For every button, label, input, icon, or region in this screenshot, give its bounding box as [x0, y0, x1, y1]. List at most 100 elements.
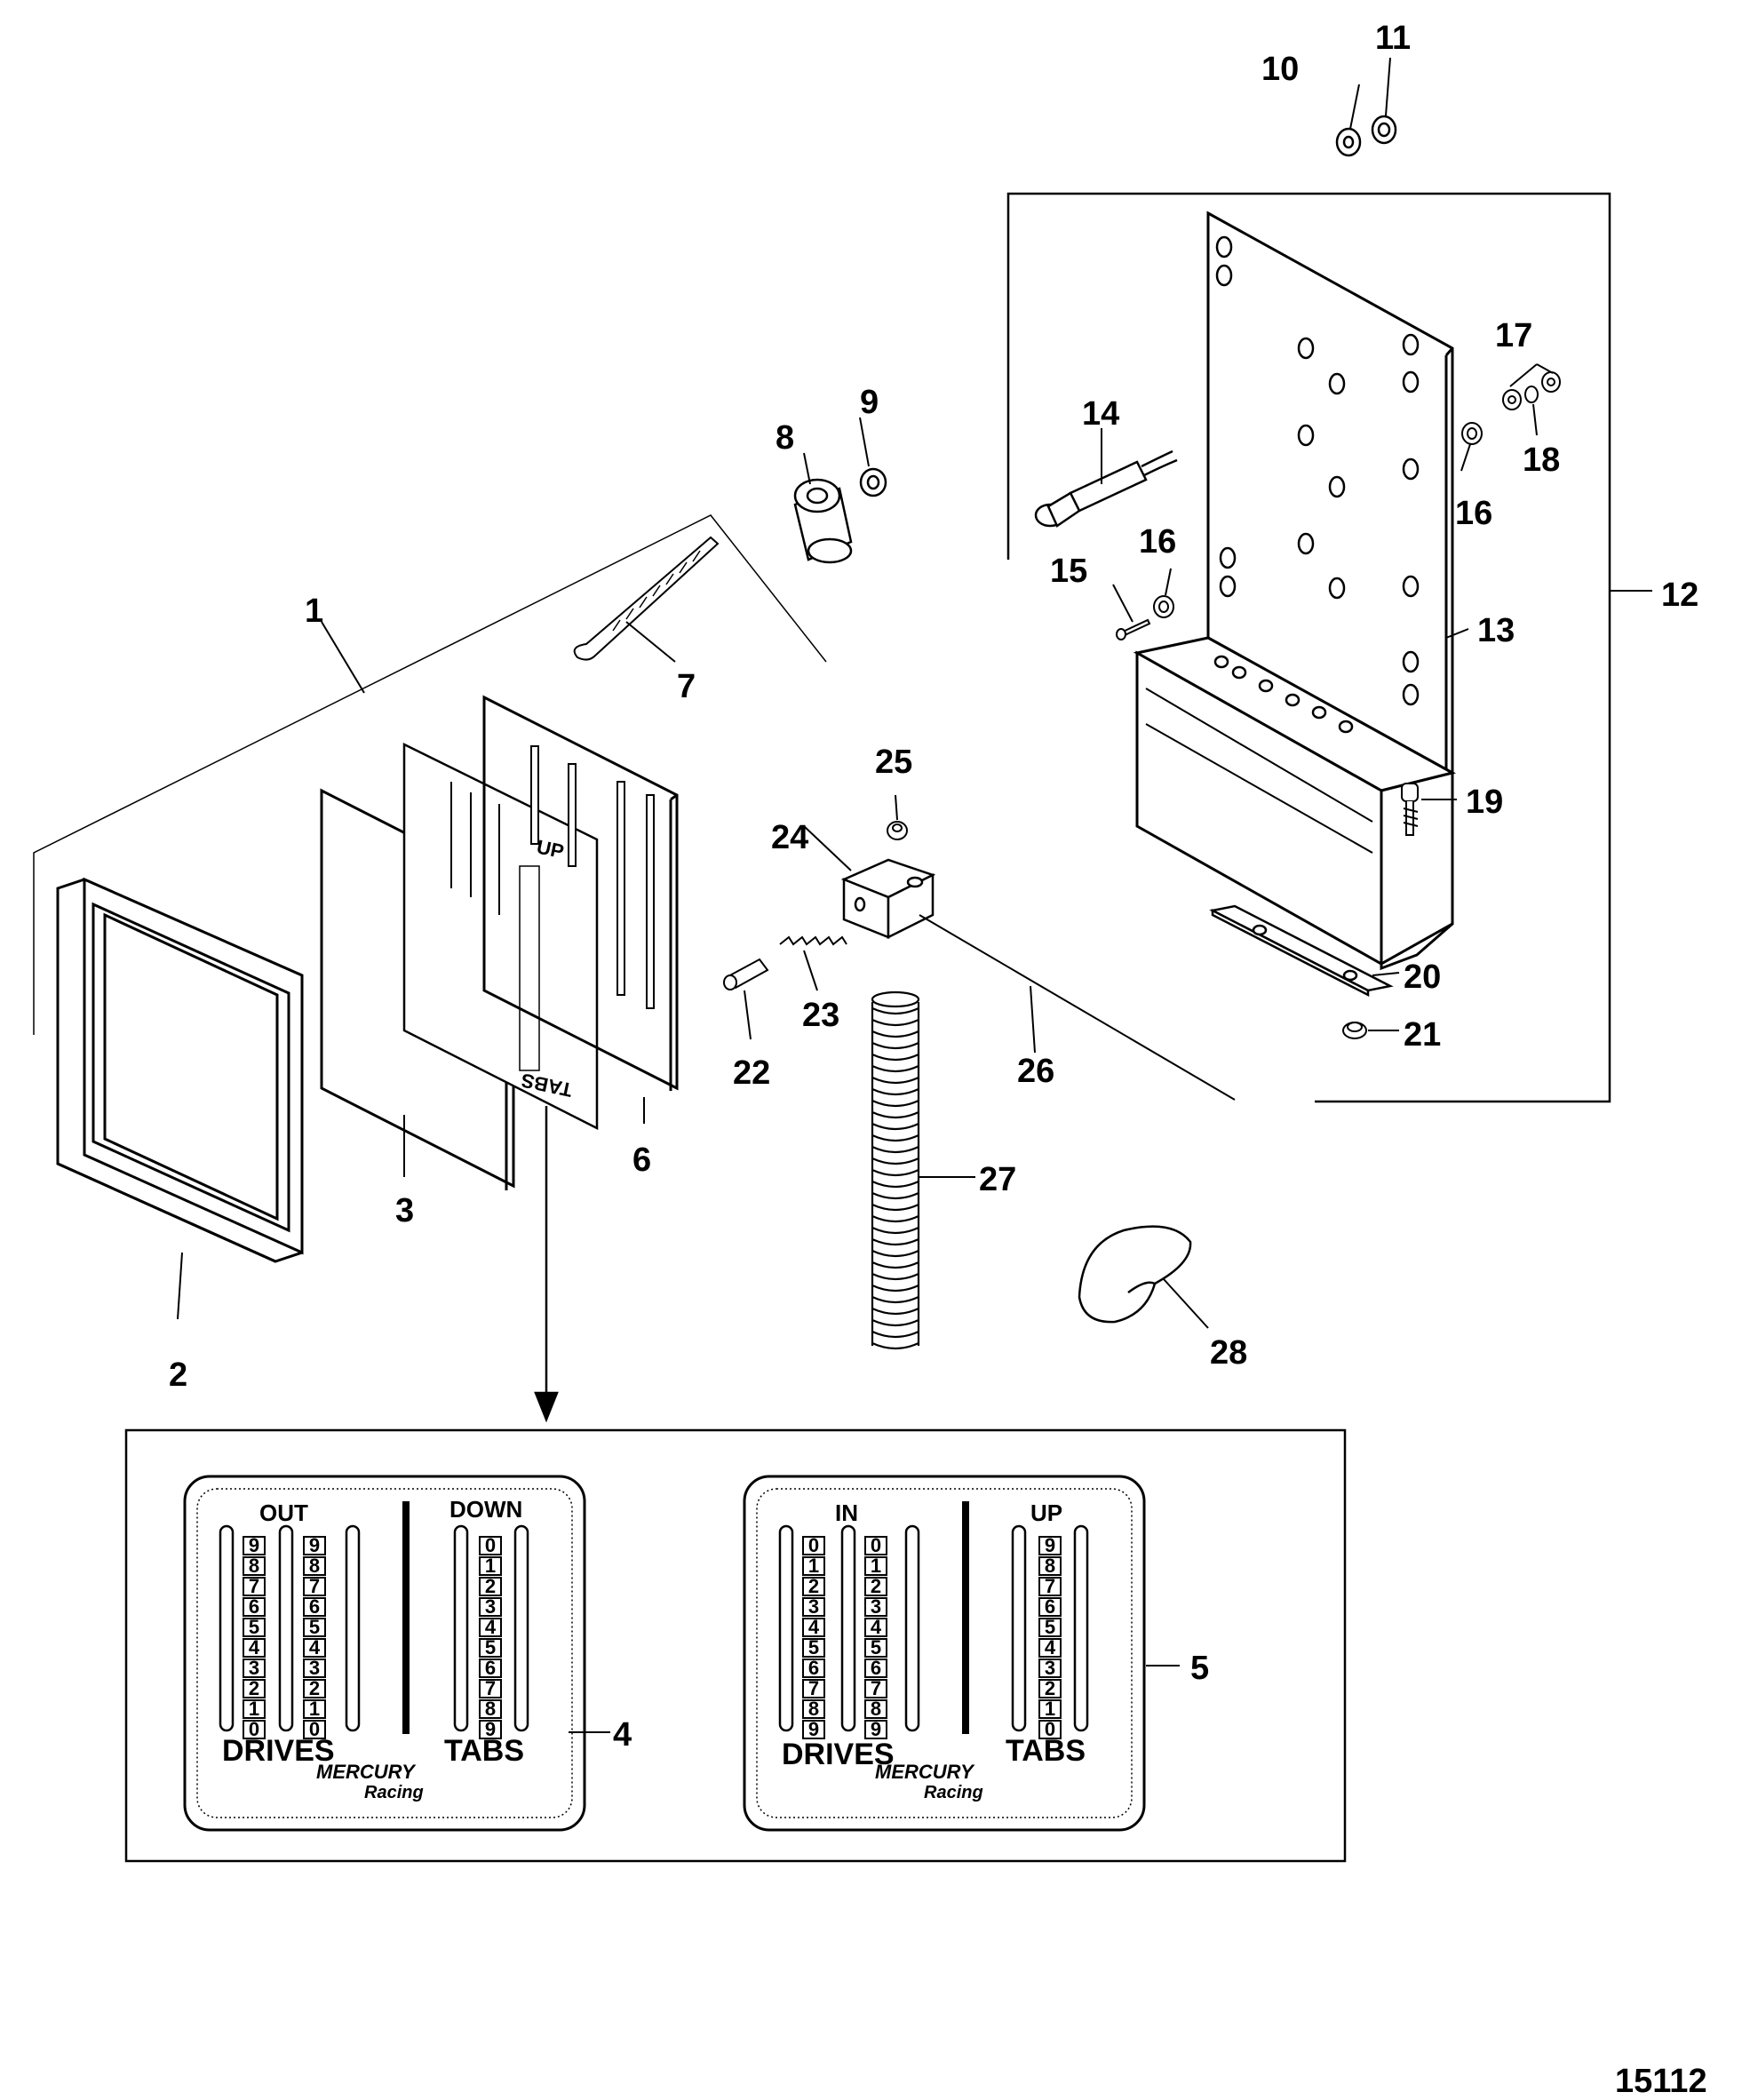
right-drives-2-digit: 1	[871, 1555, 881, 1577]
callout-16-upper: 16	[1455, 495, 1492, 532]
left-drives-1-cell	[243, 1577, 266, 1596]
left-drives-2-digit: 4	[309, 1636, 321, 1659]
right-drives-1-cell	[802, 1720, 825, 1739]
callout-5: 5	[1190, 1650, 1209, 1687]
left-tabs-header: DOWN	[449, 1496, 522, 1523]
left-tabs-digit: 3	[485, 1595, 496, 1618]
callout-21: 21	[1404, 1016, 1441, 1054]
right-tabs-digit: 2	[1045, 1677, 1055, 1699]
callout-19: 19	[1466, 784, 1503, 821]
left-drives-2-cell	[303, 1659, 326, 1678]
indicator-lamp	[1034, 449, 1178, 528]
right-drives-label: DRIVES	[782, 1738, 895, 1771]
right-tabs-header: UP	[1030, 1499, 1062, 1526]
right-drives-2-cell	[864, 1536, 887, 1555]
right-tabs-cell	[1038, 1679, 1062, 1698]
callout-8: 8	[776, 419, 794, 457]
callout-20: 20	[1404, 959, 1441, 996]
right-tabs-cell	[1038, 1720, 1062, 1739]
left-drives-2-cell	[303, 1720, 326, 1739]
right-tabs-digit: 8	[1045, 1555, 1055, 1577]
callout-11: 11	[1375, 20, 1411, 57]
callout-27: 27	[979, 1161, 1016, 1198]
right-drives-2-digit: 4	[871, 1616, 882, 1638]
right-drives-1-cell	[802, 1679, 825, 1698]
left-drives-1-cell	[243, 1699, 266, 1719]
right-drives-2-cell	[864, 1699, 887, 1719]
right-drives-1-cell	[802, 1577, 825, 1596]
left-drives-2-digit: 8	[309, 1555, 320, 1577]
right-drives-2-digit: 5	[871, 1636, 881, 1659]
right-drives-1-cell	[802, 1618, 825, 1637]
right-drives-1-digit: 0	[808, 1534, 819, 1556]
left-tabs-digit: 2	[485, 1575, 496, 1597]
left-drives-1-cell	[243, 1679, 266, 1698]
right-tabs-cell	[1038, 1618, 1062, 1637]
right-tabs-digit: 0	[1045, 1718, 1055, 1740]
right-tabs-digit: 3	[1045, 1657, 1055, 1679]
left-tabs-digit: 6	[485, 1657, 496, 1679]
right-tabs-digit: 9	[1045, 1534, 1055, 1556]
left-drives-1-digit: 3	[249, 1657, 259, 1679]
left-drives-1-digit: 0	[249, 1718, 259, 1740]
right-tabs-cell	[1038, 1556, 1062, 1576]
callout-14: 14	[1082, 395, 1119, 433]
bracket-holes	[1213, 235, 1420, 734]
right-logo-bottom: Racing	[924, 1783, 983, 1802]
right-tabs-digit: 4	[1045, 1636, 1056, 1659]
lockwasher-18	[1524, 386, 1539, 403]
spacer-8	[793, 478, 853, 564]
right-drives-2-digit: 2	[871, 1575, 881, 1597]
right-tabs-digit: 6	[1045, 1595, 1055, 1618]
right-drives-2-cell	[864, 1556, 887, 1576]
right-drives-2-cell	[864, 1618, 887, 1637]
left-drives-1-cell	[243, 1597, 266, 1617]
right-drives-1-digit: 9	[808, 1718, 819, 1740]
decal-detail-box	[124, 1428, 1347, 1863]
right-drives-2-cell	[864, 1720, 887, 1739]
callout-4: 4	[613, 1716, 632, 1754]
dial-face-card	[402, 742, 599, 1131]
left-drives-1-cell	[243, 1659, 266, 1678]
bushing-16-left	[1153, 595, 1174, 618]
left-drives-2-digit: 6	[309, 1595, 320, 1618]
left-tabs-cell	[479, 1638, 502, 1658]
left-drives-1-digit: 4	[249, 1636, 260, 1659]
left-drives-2-cell	[303, 1638, 326, 1658]
callout-18: 18	[1523, 441, 1560, 479]
left-drives-2-digit: 3	[309, 1657, 320, 1679]
right-drives-1-cell	[802, 1597, 825, 1617]
left-tabs-cell	[479, 1699, 502, 1719]
left-drives-1-digit: 9	[249, 1534, 259, 1556]
right-drives-1-digit: 3	[808, 1595, 819, 1618]
right-drives-1-digit: 2	[808, 1575, 819, 1597]
leader-lines	[177, 57, 1652, 1733]
right-drives-2-cell	[864, 1577, 887, 1596]
callout-24: 24	[771, 819, 808, 856]
nut-11	[1371, 115, 1397, 145]
small-spring-23	[779, 935, 847, 946]
callout-28: 28	[1210, 1334, 1247, 1372]
left-drives-2-digit: 7	[309, 1575, 320, 1597]
right-drives-2-digit: 7	[871, 1677, 881, 1699]
screw-15	[1116, 618, 1151, 640]
right-drives-1-digit: 7	[808, 1677, 819, 1699]
figure-number: 15112	[1615, 2063, 1707, 2100]
left-tabs-cell	[479, 1597, 502, 1617]
left-tabs-cell	[479, 1618, 502, 1637]
left-tabs-digit: 9	[485, 1718, 496, 1740]
left-tabs-cell	[479, 1577, 502, 1596]
washer-10	[1335, 127, 1362, 157]
right-tabs-digit: 5	[1045, 1616, 1055, 1638]
left-drives-1-digit: 5	[249, 1616, 259, 1638]
left-drives-1-digit: 8	[249, 1555, 259, 1577]
right-drives-1-digit: 6	[808, 1657, 819, 1679]
right-tabs-cell	[1038, 1577, 1062, 1596]
callout-15: 15	[1050, 553, 1087, 590]
left-tabs-digit: 5	[485, 1636, 496, 1659]
screw-19	[1401, 783, 1419, 836]
